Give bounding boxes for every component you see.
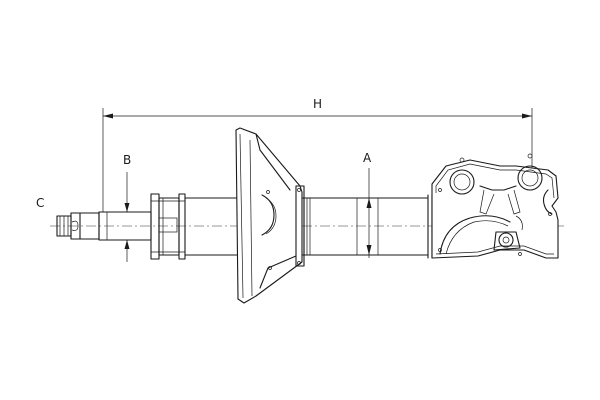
spring-seat: [235, 127, 311, 304]
dimension-b: B: [123, 153, 131, 262]
knuckle-bracket: [427, 153, 559, 259]
body-tube: [184, 197, 429, 256]
dimension-a: A: [363, 151, 372, 258]
dimension-b-label: B: [123, 153, 131, 167]
dimension-a-label: A: [363, 151, 372, 165]
dimension-h-label: H: [313, 97, 322, 111]
piston-rod: [56, 211, 152, 241]
dimension-h: H: [102, 97, 533, 212]
dimension-c-label: C: [36, 196, 44, 210]
top-mount: [150, 193, 186, 260]
